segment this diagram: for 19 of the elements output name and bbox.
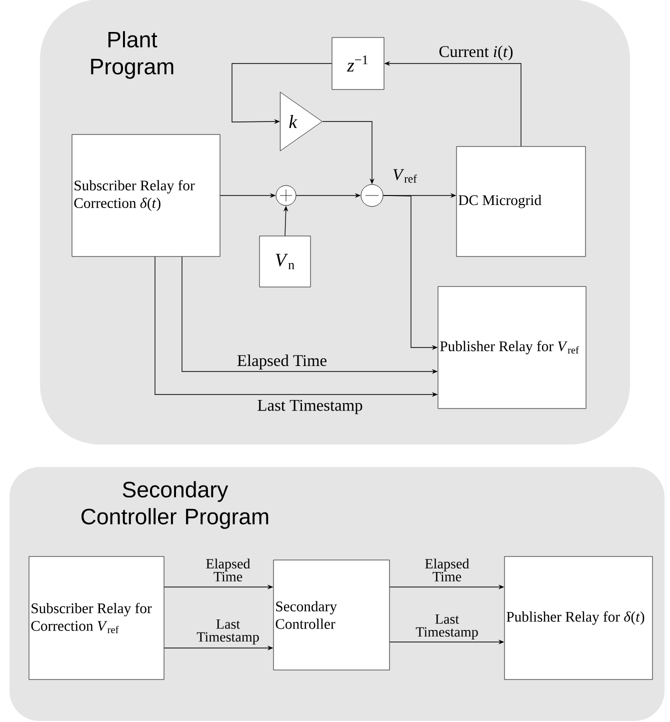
edge-label: Last Timestamp xyxy=(258,400,362,414)
block-box: Subscriber Relay for Correction V$_{ref}$ xyxy=(28,556,164,680)
gain-triangle: k xyxy=(280,92,322,152)
edge-label: Last Timestamp xyxy=(416,614,478,640)
block-box: V$_{n}$ xyxy=(259,236,311,288)
block-box: DC Microgrid xyxy=(456,146,586,257)
summing-junction xyxy=(276,185,296,206)
edge-label: Elapsed Time xyxy=(425,558,470,582)
edge-label: Current i(t) xyxy=(439,46,513,60)
summing-junction xyxy=(360,184,384,207)
edge-label: Elapsed Time xyxy=(206,558,250,582)
block-box: Publisher Relay for δ(t) xyxy=(504,556,653,680)
block-box: Secondary Controller xyxy=(273,560,390,670)
block-box: z$^{−1}$ xyxy=(332,37,384,90)
edge-label: Elapsed Time xyxy=(237,354,326,370)
edge-label: V$_{ref}$ xyxy=(393,169,417,183)
block-box: Publisher Relay for V$_{ref}$ xyxy=(438,286,586,409)
block-box: Subscriber Relay for Correction δ(t) xyxy=(72,134,220,257)
edge-label: Last Timestamp xyxy=(196,619,259,645)
